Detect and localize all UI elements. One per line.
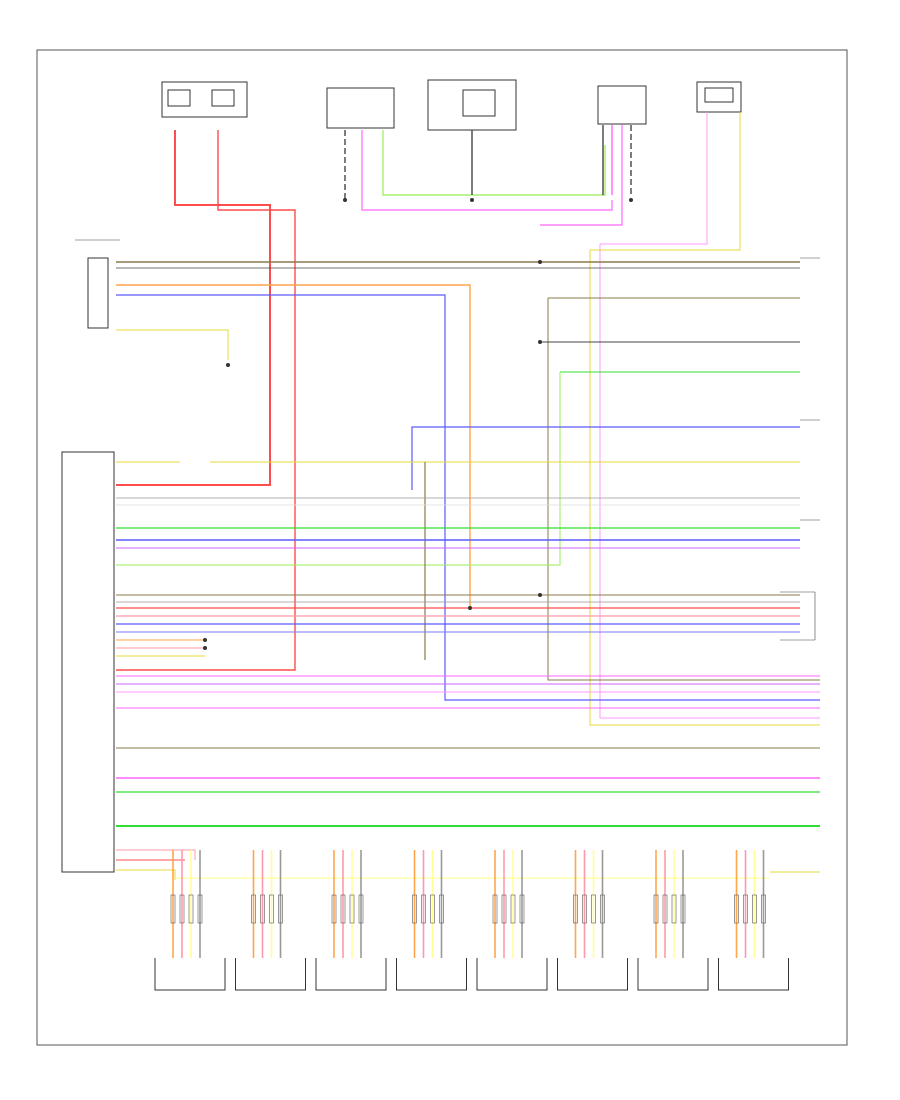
actuator-5: [476, 850, 548, 991]
connector-pin: [278, 894, 283, 924]
connector-pin: [573, 894, 578, 924]
actuator-8: [718, 850, 789, 991]
transmission-module: [427, 79, 517, 131]
actuator-body: [154, 958, 226, 991]
actuator-7: [637, 850, 709, 991]
splice-points: [203, 198, 633, 650]
connector-pin: [662, 894, 668, 924]
connector-pin: [349, 894, 355, 924]
actuator-body: [396, 958, 467, 991]
connector-pin: [653, 894, 659, 924]
bus-wires: [116, 261, 820, 880]
connector-pin: [340, 894, 346, 924]
connector-pin: [358, 894, 364, 924]
actuator-body: [557, 958, 628, 991]
right-connectors: [780, 257, 820, 641]
connector-pin: [600, 894, 605, 924]
sensor-a: [597, 85, 647, 125]
actuator-body: [637, 958, 709, 991]
connector-pin: [671, 894, 677, 924]
connector-pin: [510, 894, 516, 924]
connector-pin: [492, 894, 498, 924]
connector-pin: [412, 894, 417, 924]
ignition-module: [326, 87, 395, 129]
connector-pin: [179, 894, 185, 924]
connector-pin: [582, 894, 587, 924]
actuator-1: [154, 850, 226, 991]
connector-pin: [761, 894, 766, 924]
sensor-b: [696, 81, 742, 113]
connector-pin: [331, 894, 337, 924]
connector-pin: [269, 894, 274, 924]
actuator-4: [396, 850, 467, 991]
fuse-panel: [161, 81, 248, 118]
connector-pin: [519, 894, 525, 924]
connector-pin: [439, 894, 444, 924]
connector-pin: [260, 894, 265, 924]
connector-pin: [743, 894, 748, 924]
connector-pin: [734, 894, 739, 924]
actuator-body: [718, 958, 789, 991]
connector-pin: [421, 894, 426, 924]
diagram-frame: [36, 49, 848, 1046]
actuator-body: [235, 958, 306, 991]
connector-pin: [430, 894, 435, 924]
connector-pin: [752, 894, 757, 924]
ground-relay: [75, 239, 120, 329]
connector-pin: [591, 894, 596, 924]
actuator-body: [476, 958, 548, 991]
connector-pin: [170, 894, 176, 924]
actuator-body: [315, 958, 387, 991]
connector-pin: [188, 894, 194, 924]
climatronic-control-module: [61, 451, 115, 873]
connector-pin: [680, 894, 686, 924]
connector-pin: [251, 894, 256, 924]
connector-pin: [197, 894, 203, 924]
actuator-3: [315, 850, 387, 991]
actuator-6: [557, 850, 628, 991]
top-vertical-wires: [116, 112, 820, 726]
actuator-2: [235, 850, 306, 991]
connector-pin: [501, 894, 507, 924]
actuator-group: [154, 850, 789, 991]
